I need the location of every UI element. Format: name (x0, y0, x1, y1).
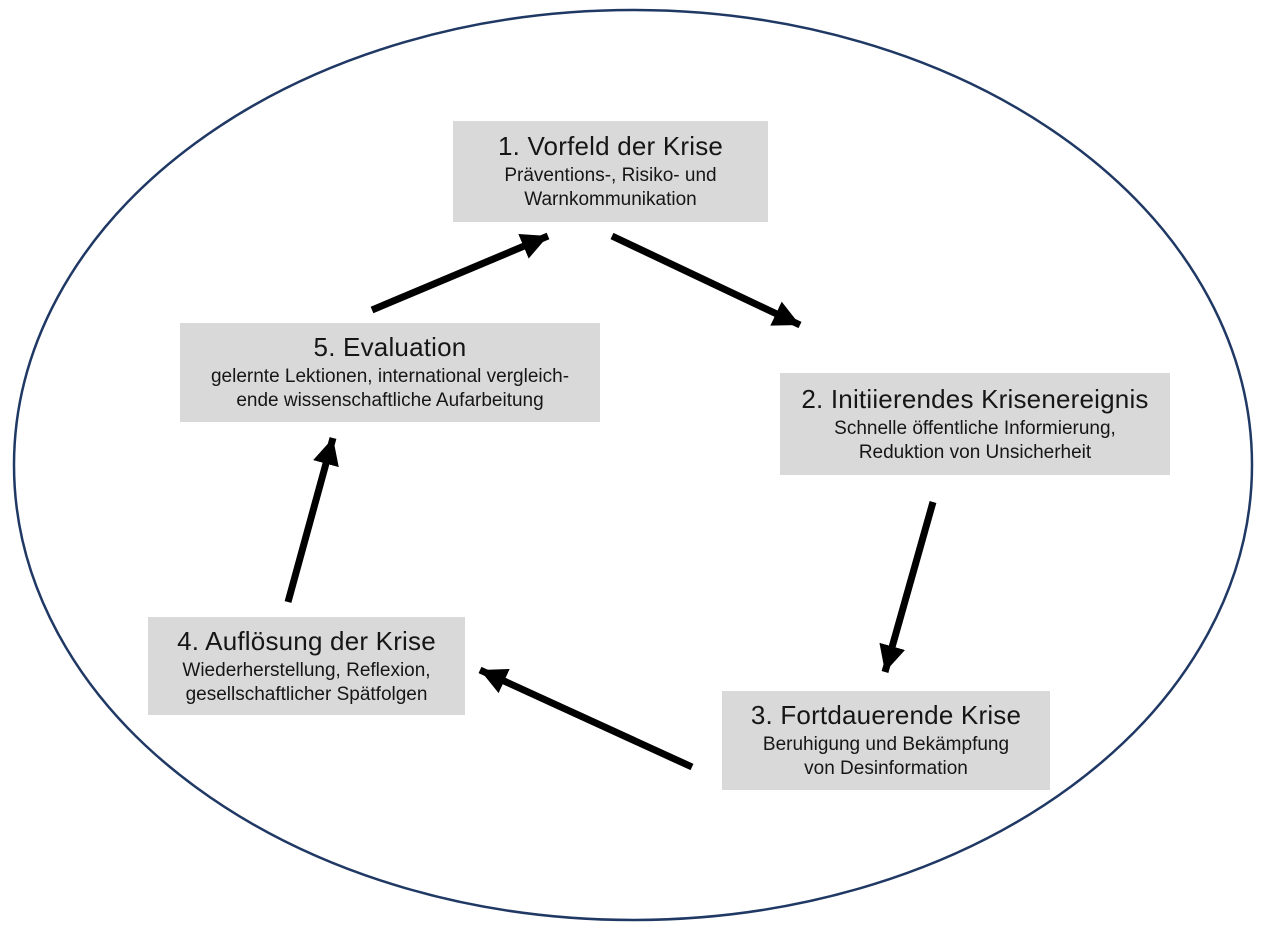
node-evaluation: 5. Evaluation gelernte Lektionen, intern… (180, 323, 600, 422)
arrow-4-to-5 (284, 437, 339, 603)
node-subtitle-line: gesellschaftlicher Spätfolgen (185, 683, 428, 705)
arrow-3-to-4 (478, 666, 694, 771)
node-vorfeld-der-krise: 1. Vorfeld der Krise Präventions-, Risik… (453, 121, 768, 222)
node-title: 2. Initiierendes Krisenereignis (801, 383, 1149, 414)
node-subtitle-line: von Desinformation (804, 758, 968, 780)
node-fortdauerende-krise: 3. Fortdauerende Krise Beruhigung und Be… (722, 691, 1050, 790)
arrow-5-to-1 (370, 232, 550, 314)
arrow-2-to-3 (879, 501, 937, 673)
node-subtitle-line: Wiederherstellung, Reflexion, (182, 659, 431, 681)
arrow-1-to-2 (610, 232, 802, 329)
node-title: 4. Auflösung der Krise (177, 625, 436, 656)
node-initiierendes-krisenereignis: 2. Initiierendes Krisenereignis Schnelle… (780, 373, 1170, 475)
node-subtitle-line: Schnelle öffentliche Informierung, (834, 417, 1116, 439)
node-subtitle-line: gelernte Lektionen, international vergle… (210, 366, 570, 388)
node-subtitle-line: Beruhigung und Bekämpfung (762, 734, 1010, 756)
node-subtitle-line: Reduktion von Unsicherheit (858, 441, 1092, 463)
node-subtitle-line: ende wissenschaftliche Aufarbeitung (236, 390, 544, 412)
node-subtitle-line: Präventions-, Risiko- und (504, 165, 717, 187)
node-subtitle-line: Warnkommunikation (524, 189, 697, 211)
node-title: 1. Vorfeld der Krise (497, 131, 724, 162)
node-title: 3. Fortdauerende Krise (750, 700, 1022, 731)
node-aufloesung-der-krise: 4. Auflösung der Krise Wiederherstellung… (148, 617, 465, 715)
cycle-ellipse (12, 8, 1254, 922)
node-title: 5. Evaluation (313, 332, 467, 363)
